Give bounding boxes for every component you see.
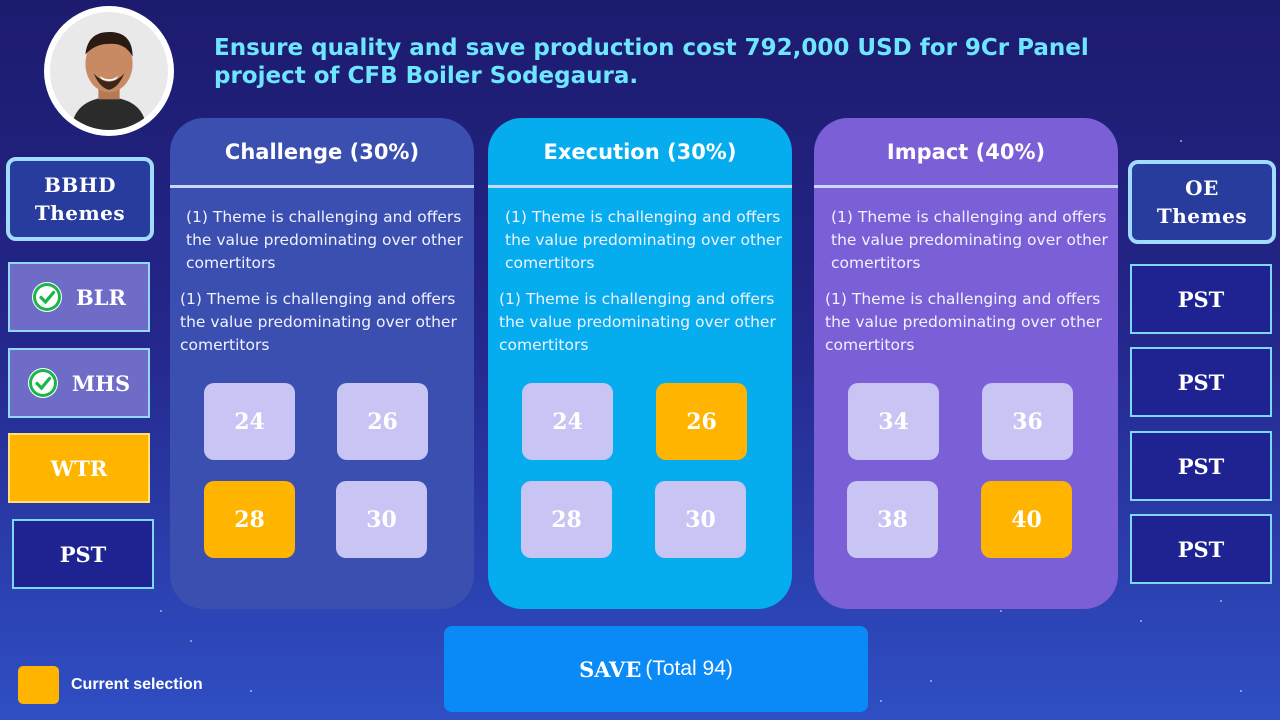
oe-theme-item-4[interactable]: PST: [1130, 514, 1272, 584]
score-button[interactable]: 40: [981, 481, 1072, 558]
execution-column: Execution (30%) (1) Theme is challenging…: [488, 118, 792, 609]
theme-item-label: PST: [1177, 536, 1225, 562]
criteria-text: (1) Theme is challenging and offers the …: [499, 290, 776, 354]
criteria-text: (1) Theme is challenging and offers the …: [186, 208, 463, 272]
theme-item-wtr[interactable]: WTR: [8, 433, 150, 503]
theme-item-label: PST: [1177, 453, 1225, 479]
score-button[interactable]: 26: [656, 383, 747, 460]
checkmark-icon: [32, 282, 63, 312]
score-button[interactable]: 28: [204, 481, 295, 558]
save-label: SAVE: [579, 656, 642, 682]
oe-themes-header-label: OE Themes: [1156, 176, 1248, 228]
legend: Current selection: [18, 666, 203, 704]
checkmark-icon: [27, 368, 58, 398]
theme-item-label: BLR: [76, 284, 126, 310]
bbhd-themes-header-label: BBHD Themes: [34, 173, 126, 225]
score-button[interactable]: 34: [848, 383, 939, 460]
oe-theme-item-3[interactable]: PST: [1130, 431, 1272, 501]
theme-item-mhs[interactable]: MHS: [8, 348, 150, 418]
person-photo-icon: [50, 12, 168, 130]
column-title: Impact (40%): [814, 118, 1118, 188]
score-button[interactable]: 30: [336, 481, 427, 558]
column-title: Challenge (30%): [170, 118, 474, 188]
save-total: (Total 94): [645, 657, 733, 680]
score-button[interactable]: 24: [522, 383, 613, 460]
theme-item-label: MHS: [71, 370, 131, 396]
oe-theme-item-2[interactable]: PST: [1130, 347, 1272, 417]
theme-item-pst[interactable]: PST: [12, 519, 154, 589]
theme-item-label: PST: [1177, 369, 1225, 395]
bbhd-themes-header: BBHD Themes: [6, 157, 154, 241]
save-button[interactable]: SAVE (Total 94): [444, 626, 868, 712]
page-title: Ensure quality and save production cost …: [214, 35, 1089, 89]
theme-item-label: WTR: [50, 455, 108, 481]
theme-item-blr[interactable]: BLR: [8, 262, 150, 332]
theme-item-label: PST: [1177, 286, 1225, 312]
theme-item-label: PST: [59, 541, 107, 567]
criteria-text: (1) Theme is challenging and offers the …: [831, 208, 1108, 272]
score-button[interactable]: 28: [521, 481, 612, 558]
oe-theme-item-1[interactable]: PST: [1130, 264, 1272, 334]
score-button[interactable]: 26: [337, 383, 428, 460]
legend-label: Current selection: [71, 676, 203, 693]
score-button[interactable]: 30: [655, 481, 746, 558]
current-selection-swatch: [18, 666, 59, 704]
criteria-text: (1) Theme is challenging and offers the …: [180, 290, 457, 354]
score-button[interactable]: 36: [982, 383, 1073, 460]
score-button[interactable]: 38: [847, 481, 938, 558]
criteria-text: (1) Theme is challenging and offers the …: [505, 208, 782, 272]
criteria-text: (1) Theme is challenging and offers the …: [825, 290, 1102, 354]
score-button[interactable]: 24: [204, 383, 295, 460]
user-avatar: [44, 6, 174, 136]
challenge-column: Challenge (30%) (1) Theme is challenging…: [170, 118, 474, 609]
impact-column: Impact (40%) (1) Theme is challenging an…: [814, 118, 1118, 609]
column-title: Execution (30%): [488, 118, 792, 188]
oe-themes-header: OE Themes: [1128, 160, 1276, 244]
